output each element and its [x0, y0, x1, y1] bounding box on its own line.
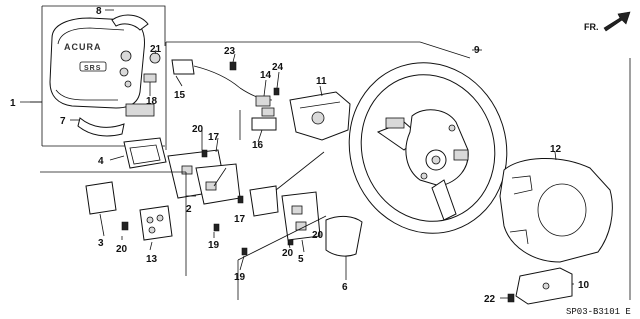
callout-20c: 20: [282, 248, 294, 259]
callout-19a: 19: [208, 240, 220, 251]
inflator-bracket: [125, 103, 155, 117]
callout-14: 14: [260, 70, 272, 81]
callout-20d: 20: [312, 230, 324, 241]
srs-emblem-text: SRS: [84, 65, 101, 72]
bracket-part-5: [249, 185, 321, 241]
callout-13: 13: [146, 254, 158, 265]
cover-part-3: [85, 181, 117, 215]
switch-assembly-part-11: [289, 91, 351, 141]
callout-15: 15: [174, 90, 186, 101]
callout-11: 11: [316, 76, 327, 87]
steering-wheel-bracket: [165, 41, 631, 300]
callout-17a: 17: [208, 132, 220, 143]
front-arrow-icon: [603, 11, 631, 32]
callout-20b: 20: [116, 244, 128, 255]
callout-20a: 20: [192, 124, 204, 135]
callout-6: 6: [342, 282, 348, 293]
callout-12: 12: [550, 144, 562, 155]
callout-21: 21: [150, 44, 162, 55]
drawing-code: SP03-B3101 E: [566, 307, 631, 317]
callout-9: 9: [474, 45, 480, 56]
callout-23: 23: [224, 46, 236, 57]
rear-cover-part-12: [499, 158, 613, 263]
steering-wheel: [348, 62, 508, 234]
callout-5: 5: [298, 254, 304, 265]
screw-part-23: [229, 61, 237, 71]
callout-1: 1: [10, 98, 16, 109]
callout-3: 3: [98, 238, 104, 249]
callout-17b: 17: [234, 214, 246, 225]
acura-emblem-text: ACURA: [64, 42, 102, 52]
callout-24: 24: [272, 62, 284, 73]
callout-22: 22: [484, 294, 496, 305]
pad-part-4: [123, 137, 167, 169]
callout-19b: 19: [234, 272, 246, 283]
callout-4: 4: [98, 156, 104, 167]
switch-part-13: [139, 205, 173, 241]
fr-label: FR.: [584, 22, 599, 32]
switch-part-14: [255, 95, 275, 117]
cover-part-7: [77, 117, 125, 137]
callout-8: 8: [96, 6, 102, 17]
hub-assembly-part-2: [167, 149, 241, 205]
callout-18: 18: [146, 96, 158, 107]
screw-part-22: [507, 293, 515, 303]
callout-16: 16: [252, 140, 264, 151]
cover-part-8: [111, 14, 149, 31]
front-direction-indicator: FR.: [584, 11, 631, 32]
callout-2: 2: [186, 204, 192, 215]
screw-part-24: [273, 87, 280, 96]
switch-part-16: [251, 117, 277, 131]
callout-labels: 1 2 3 4 5 6 7 8 9 10 11 12 13 14 15 16 1…: [10, 6, 590, 305]
airbag-module-cover: ACURA SRS: [49, 17, 145, 109]
connector-part-18: [143, 73, 157, 92]
harness-part-15: [171, 59, 273, 101]
leader-lines: [30, 9, 574, 300]
cover-part-6: [325, 215, 363, 257]
callout-10: 10: [578, 280, 590, 291]
callout-7: 7: [60, 116, 66, 127]
